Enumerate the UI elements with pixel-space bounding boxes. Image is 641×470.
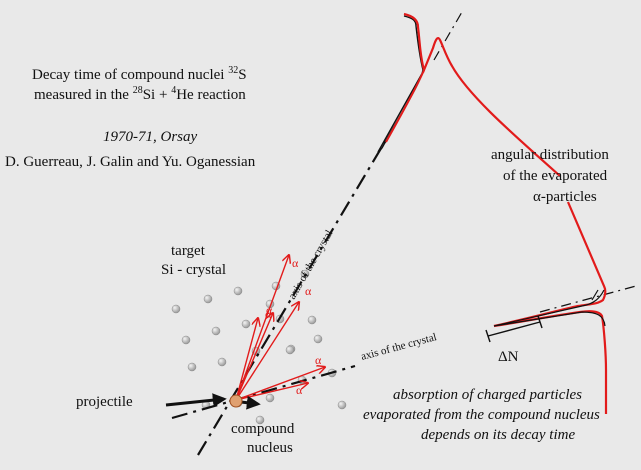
absorption-note-line-1: absorption of charged particles (393, 387, 582, 403)
crystal-axis-upper-extension (433, 11, 463, 61)
crystal-atom (265, 393, 275, 403)
alpha-label: α (305, 284, 312, 298)
crystal-atom (233, 286, 243, 296)
crystal-atom (203, 294, 213, 304)
alpha-label: α (266, 303, 273, 317)
target-label-line-2: Si - crystal (161, 262, 226, 278)
crystal-atom (337, 400, 347, 410)
angular-note-line-1: angular distribution (491, 147, 609, 163)
crystal-atom (217, 357, 227, 367)
projectile-arrow (165, 393, 227, 408)
delta-n-bracket (485, 315, 543, 343)
crystal-axis-lower-extension (539, 285, 637, 313)
compound-label-line-2: nucleus (247, 440, 293, 456)
angular-distribution-upper (377, 12, 561, 177)
crystal-atom (181, 335, 191, 345)
crystal-atom (285, 345, 295, 355)
crystal-atoms (171, 269, 347, 425)
angular-note-line-2: of the evaporated (503, 168, 608, 184)
alpha-arrow (235, 318, 258, 401)
alpha-arrow (235, 367, 325, 401)
title-line-2: measured in the 28Si + 4He reaction (34, 85, 246, 103)
title-line-1: Decay time of compound nuclei 32S (32, 65, 247, 83)
authors: D. Guerreau, J. Galin and Yu. Oganessian (5, 154, 256, 170)
crystal-atom (211, 326, 221, 336)
crystal-atom (241, 319, 251, 329)
alpha-label: α (265, 307, 272, 321)
crystal-atom (313, 334, 323, 344)
crystal-atom (255, 415, 265, 425)
axis-label-lower: axis of the crystal (360, 331, 438, 363)
alpha-label: α (315, 353, 322, 367)
alpha-arrow (235, 313, 273, 401)
delta-n-label: ΔN (498, 349, 519, 365)
absorption-note-line-3: depends on its decay time (421, 427, 575, 443)
target-label-line-1: target (171, 243, 206, 259)
alpha-label: α (296, 383, 303, 397)
angular-note-line-3: α-particles (533, 189, 597, 205)
crystal-atom (307, 315, 317, 325)
date-place: 1970-71, Orsay (103, 129, 198, 145)
angular-distribution-lower (493, 201, 608, 414)
projectile-label: projectile (76, 394, 133, 410)
alpha-label: α (292, 256, 299, 270)
alpha-arrow (235, 302, 299, 401)
crystal-axis-lower (171, 364, 356, 420)
compound-nucleus-dot (229, 394, 243, 408)
crystal-atom (187, 362, 197, 372)
compound-label-line-1: compound (231, 421, 295, 437)
absorption-note-line-2: evaporated from the compound nucleus (363, 407, 600, 423)
alpha-arrow (235, 255, 289, 401)
crystal-atom (171, 304, 181, 314)
